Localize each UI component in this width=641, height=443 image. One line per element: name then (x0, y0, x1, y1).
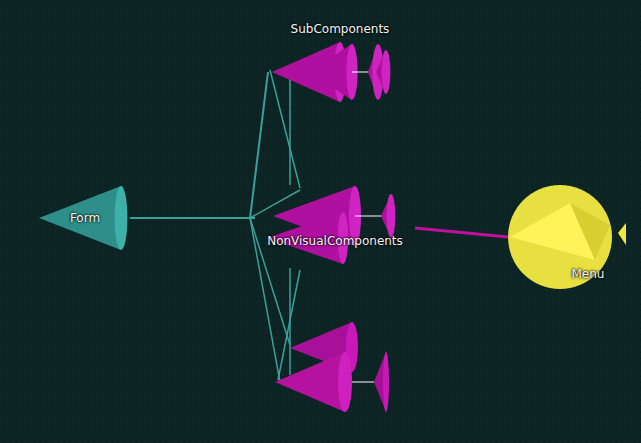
form-cone: Form (35, 185, 130, 251)
node-shape (500, 185, 635, 290)
connector (415, 228, 508, 237)
node-label: SubComponents (291, 22, 390, 36)
connector (130, 217, 255, 219)
bottom-cone-group (275, 322, 389, 412)
connector (130, 72, 268, 218)
node-label: Menu (572, 267, 605, 281)
nonvisualcomponents-cone-group: NonVisualComponents (255, 172, 415, 272)
node-label: Form (70, 211, 100, 225)
node-label: NonVisualComponents (267, 234, 403, 248)
menu-sphere: Menu (500, 185, 635, 290)
lattice-lines (250, 70, 300, 382)
subcomponents-cone-group: SubComponents (268, 22, 398, 106)
node-shape (255, 172, 415, 272)
